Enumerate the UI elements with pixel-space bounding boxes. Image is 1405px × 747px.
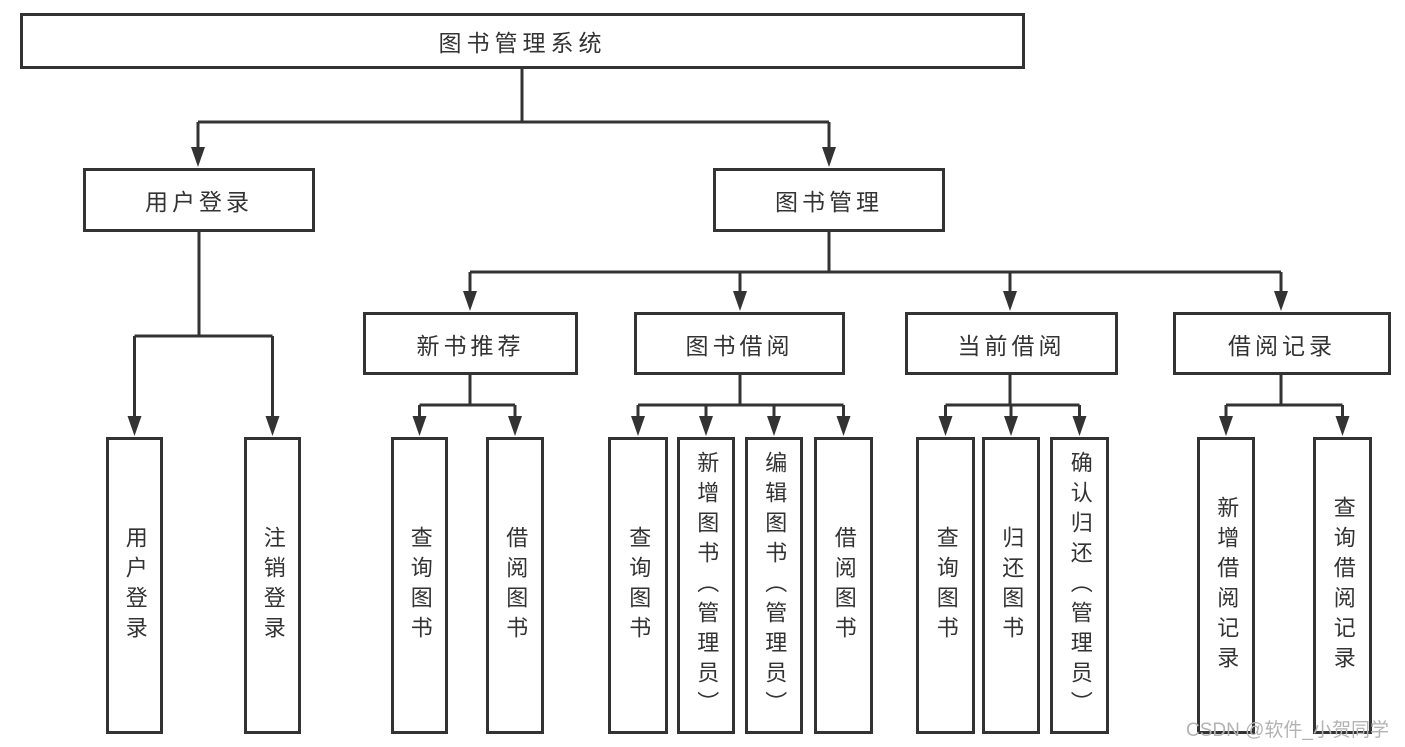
watermark: CSDN @软件_小贺同学: [1186, 720, 1389, 741]
node-label: 确认归还（管理员）: [1067, 450, 1093, 721]
arrowhead: [699, 416, 713, 436]
arrowhead: [1004, 416, 1018, 436]
node-label: 图书借阅: [685, 332, 794, 359]
wire-current-borrow: [944, 375, 1081, 421]
node-label: 编辑图书（管理员）: [762, 450, 788, 721]
arrowhead: [412, 416, 427, 436]
node-book-management: 图书管理: [713, 168, 945, 232]
arrowhead: [463, 291, 477, 311]
leaf-nb-borrow-books: 借阅图书: [486, 437, 544, 734]
leaf-br-add-record: 新增借阅记录: [1197, 437, 1255, 734]
arrowhead: [836, 416, 851, 436]
wire-new-book-recommend: [418, 375, 517, 421]
arrowhead: [191, 147, 205, 167]
node-label: 查询借阅记录: [1330, 495, 1356, 676]
arrowhead: [508, 416, 522, 436]
wire-book-management: [468, 232, 1283, 296]
node-user-login: 用户登录: [83, 168, 315, 232]
leaf-user-login: 用户登录: [106, 437, 163, 734]
node-label: 借阅图书: [831, 525, 857, 646]
node-label: 归还图书: [999, 525, 1025, 646]
node-label: 新增图书（管理员）: [694, 450, 720, 721]
arrowhead: [1335, 416, 1350, 436]
wire-root: [196, 69, 831, 152]
arrowhead: [1072, 416, 1087, 436]
node-label: 用户登录: [122, 525, 148, 646]
arrowhead: [938, 416, 953, 436]
node-label: 用户登录: [145, 189, 253, 215]
node-label: 查询图书: [933, 525, 959, 646]
node-label: 查询图书: [407, 525, 433, 646]
node-label: 当前借阅: [957, 332, 1066, 359]
wire-book-borrow: [636, 375, 845, 421]
leaf-logout: 注销登录: [244, 437, 301, 734]
node-book-borrow: 图书借阅: [634, 312, 845, 375]
node-label: 图书管理系统: [438, 30, 607, 56]
arrowhead: [767, 416, 781, 436]
leaf-nb-query-books: 查询图书: [391, 437, 448, 734]
arrowhead: [265, 416, 280, 436]
node-label: 借阅记录: [1228, 332, 1336, 359]
arrowhead: [1274, 291, 1288, 311]
node-current-borrow: 当前借阅: [905, 312, 1118, 375]
leaf-br-query-record: 查询借阅记录: [1313, 437, 1372, 734]
arrowhead: [822, 147, 836, 167]
node-label: 图书管理: [775, 189, 883, 215]
leaf-bb-borrow-books: 借阅图书: [814, 437, 873, 734]
node-library-system: 图书管理系统: [20, 13, 1025, 69]
arrowhead: [631, 416, 645, 436]
node-label: 借阅图书: [503, 525, 529, 646]
node-borrow-records: 借阅记录: [1173, 312, 1391, 375]
wire-user-login: [133, 232, 274, 421]
node-label: 注销登录: [260, 525, 286, 646]
arrowhead: [1219, 416, 1233, 436]
arrowhead: [127, 416, 142, 436]
node-new-book-recommend: 新书推荐: [363, 312, 578, 375]
node-label: 新增借阅记录: [1214, 495, 1240, 676]
leaf-cb-confirm-return-admin: 确认归还（管理员）: [1050, 437, 1109, 734]
leaf-bb-query-books: 查询图书: [608, 437, 668, 734]
leaf-bb-edit-book-admin: 编辑图书（管理员）: [745, 437, 803, 734]
node-label: 查询图书: [626, 525, 652, 646]
leaf-bb-add-book-admin: 新增图书（管理员）: [677, 437, 735, 734]
node-label: 新书推荐: [416, 332, 525, 359]
arrowhead: [1003, 291, 1017, 311]
arrowhead: [733, 291, 747, 311]
leaf-cb-query-books: 查询图书: [916, 437, 975, 734]
wire-borrow-records: [1224, 375, 1344, 421]
leaf-cb-return-books: 归还图书: [982, 437, 1040, 734]
